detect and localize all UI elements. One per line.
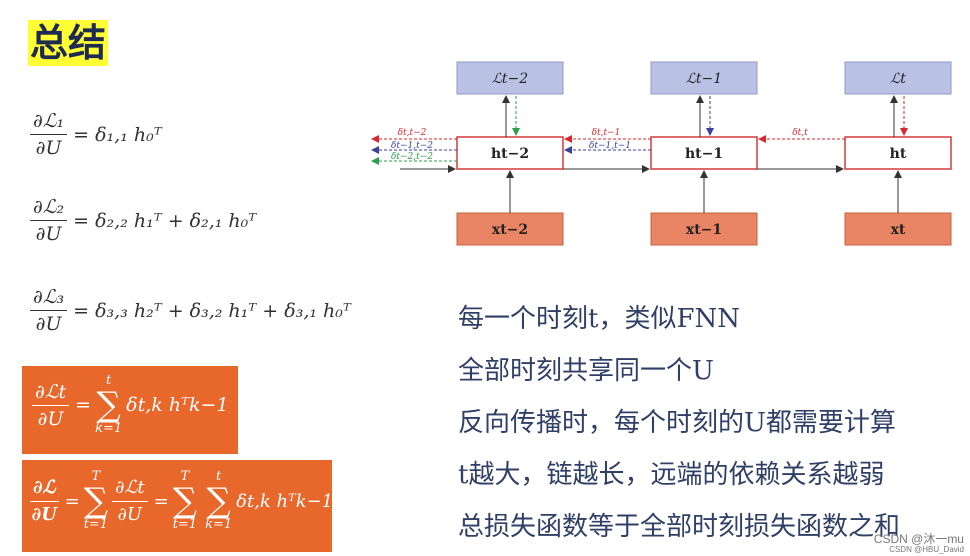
sum-lower: t=1 bbox=[83, 517, 109, 532]
equation-2: ∂ℒ₂ ∂U = δ₂,₂ h₁ᵀ + δ₂,₁ h₀ᵀ bbox=[30, 196, 256, 245]
fraction-numerator: ∂ℒ₃ bbox=[30, 286, 68, 311]
equation-rhs: = δ₃,₃ h₂ᵀ + δ₃,₂ h₁ᵀ + δ₃,₁ h₀ᵀ bbox=[73, 299, 351, 322]
delta-label: δt−1,t−2 bbox=[391, 141, 433, 151]
equation-rhs: = δ₂,₂ h₁ᵀ + δ₂,₁ h₀ᵀ bbox=[73, 209, 257, 232]
sum-lower: k=1 bbox=[205, 517, 233, 532]
delta-label: δt−2,t−2 bbox=[391, 152, 433, 162]
sum-upper: T bbox=[180, 469, 190, 484]
sigma-icon: ∑ bbox=[206, 481, 231, 521]
fraction-denominator: ∂U bbox=[35, 137, 62, 159]
watermark-secondary: CSDN @HBU_David bbox=[889, 545, 964, 554]
fraction: ∂ℒ₂ ∂U bbox=[30, 196, 68, 245]
sum-lower: k=1 bbox=[95, 421, 123, 436]
sigma-icon: ∑ bbox=[83, 481, 109, 521]
sigma-icon: ∑ bbox=[172, 481, 198, 521]
slide-title: 总结 bbox=[28, 20, 109, 66]
loss-node-t-2: ℒt−2 bbox=[456, 61, 564, 95]
bullet-line-5: 总损失函数等于全部时刻损失函数之和 bbox=[458, 512, 901, 542]
summation: t ∑ k=1 bbox=[205, 470, 232, 532]
rnn-backprop-diagram: ℒt−2 ℒt−1 ℒt ht−2 ht−1 ht xt−2 xt−1 xt bbox=[371, 61, 952, 246]
sum-upper: T bbox=[91, 469, 101, 484]
equation-content: ∂ℒ ∂U = T ∑ t=1 ∂ℒt ∂U = T ∑ t=1 t ∑ k=1… bbox=[22, 460, 334, 532]
sum-upper: t bbox=[215, 469, 222, 484]
fraction-numerator: ∂ℒt bbox=[112, 477, 148, 502]
boxed-equation-2: ∂ℒ ∂U = T ∑ t=1 ∂ℒt ∂U = T ∑ t=1 t ∑ k=1… bbox=[22, 460, 334, 552]
fraction: ∂ℒt ∂U bbox=[112, 477, 148, 526]
loss-label: ℒt−2 bbox=[492, 71, 528, 87]
hidden-label: ht−1 bbox=[685, 146, 723, 162]
input-label: xt−1 bbox=[686, 222, 722, 238]
input-label: xt−2 bbox=[492, 222, 528, 238]
summation: T ∑ t=1 bbox=[173, 470, 197, 532]
input-label: xt bbox=[891, 222, 906, 238]
delta-label: δt−1,t−1 bbox=[589, 141, 631, 151]
fraction: ∂ℒ₁ ∂U bbox=[30, 110, 68, 159]
fraction-denominator: ∂U bbox=[117, 503, 143, 525]
fraction-numerator: ∂ℒ bbox=[30, 477, 59, 502]
fraction: ∂ℒ₃ ∂U bbox=[30, 286, 68, 335]
delta-label: δt,t−2 bbox=[398, 128, 427, 138]
equation-content: ∂ℒt ∂U = t ∑ k=1 δt,k hᵀk−1 bbox=[22, 366, 238, 436]
sum-upper: t bbox=[105, 373, 112, 388]
loss-label: ℒt bbox=[890, 71, 906, 87]
summation: t ∑ k=1 bbox=[95, 374, 122, 436]
delta-label: δt,t bbox=[792, 128, 808, 138]
fraction-denominator: ∂U bbox=[37, 407, 64, 430]
fraction: ∂ℒt ∂U bbox=[32, 381, 70, 430]
fraction-denominator: ∂U bbox=[35, 313, 62, 335]
loss-node-t-1: ℒt−1 bbox=[650, 61, 758, 95]
watermark-primary: CSDN @沐一mu bbox=[873, 532, 964, 546]
hidden-node-t-2: ht−2 bbox=[456, 136, 564, 170]
equals-sign: = bbox=[75, 394, 92, 416]
fraction-denominator: ∂U bbox=[31, 503, 57, 525]
loss-node-t: ℒt bbox=[844, 61, 952, 95]
equation-3: ∂ℒ₃ ∂U = δ₃,₃ h₂ᵀ + δ₃,₂ h₁ᵀ + δ₃,₁ h₀ᵀ bbox=[30, 286, 351, 335]
loss-label: ℒt−1 bbox=[686, 71, 722, 87]
input-node-t-2: xt−2 bbox=[456, 212, 564, 246]
boxed-equation-1: ∂ℒt ∂U = t ∑ k=1 δt,k hᵀk−1 bbox=[22, 366, 238, 454]
delta-label: δt,t−1 bbox=[592, 128, 621, 138]
bullet-line-3: 反向传播时，每个时刻的U都需要计算 bbox=[458, 408, 896, 438]
hidden-node-t-1: ht−1 bbox=[650, 136, 758, 170]
fraction-numerator: ∂ℒ₂ bbox=[30, 196, 68, 221]
equation-1: ∂ℒ₁ ∂U = δ₁,₁ h₀ᵀ bbox=[30, 110, 162, 159]
sum-lower: t=1 bbox=[172, 517, 198, 532]
summation: T ∑ t=1 bbox=[84, 470, 108, 532]
bullet-line-2: 全部时刻共享同一个U bbox=[458, 356, 714, 386]
hidden-node-t: ht bbox=[844, 136, 952, 170]
equation-rhs: δt,k hᵀk−1 bbox=[236, 490, 334, 512]
input-node-t: xt bbox=[844, 212, 952, 246]
fraction-numerator: ∂ℒt bbox=[32, 381, 70, 406]
equation-rhs: δt,k hᵀk−1 bbox=[126, 394, 229, 416]
sigma-icon: ∑ bbox=[96, 385, 121, 425]
equals-sign: = bbox=[153, 490, 169, 512]
bullet-line-1: 每一个时刻t，类似FNN bbox=[458, 304, 740, 334]
equals-sign: = bbox=[64, 490, 80, 512]
input-node-t-1: xt−1 bbox=[650, 212, 758, 246]
bullet-line-4: t越大，链越长，远端的依赖关系越弱 bbox=[458, 460, 885, 490]
equation-rhs: = δ₁,₁ h₀ᵀ bbox=[73, 123, 162, 146]
fraction-numerator: ∂ℒ₁ bbox=[30, 110, 68, 135]
hidden-label: ht bbox=[890, 146, 907, 162]
fraction-denominator: ∂U bbox=[35, 223, 62, 245]
hidden-label: ht−2 bbox=[491, 146, 529, 162]
fraction: ∂ℒ ∂U bbox=[30, 477, 59, 526]
